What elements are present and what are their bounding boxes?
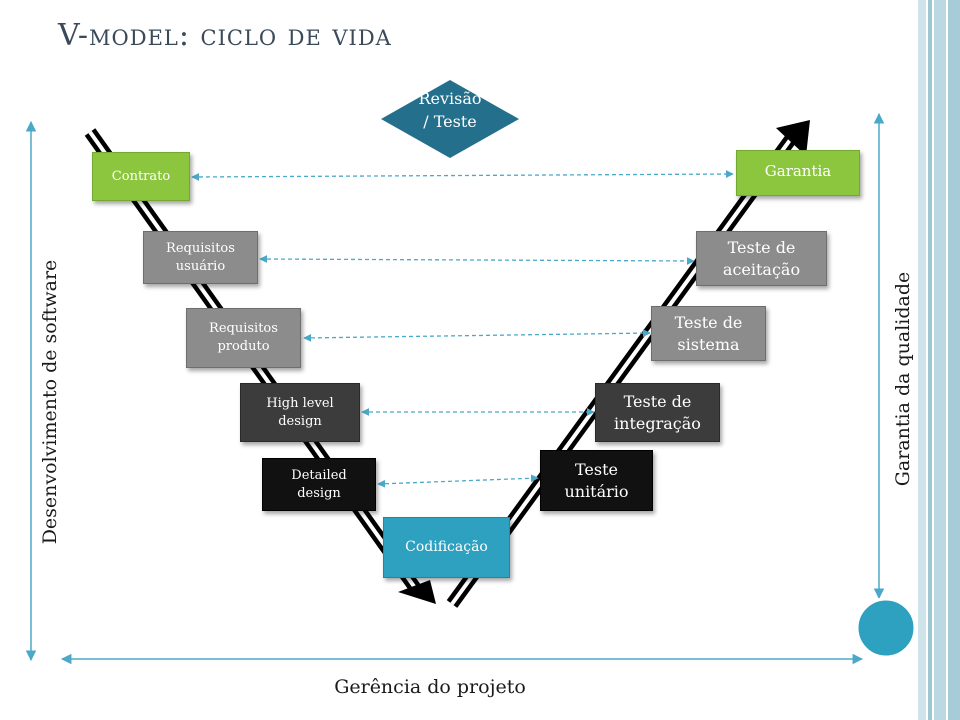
box-requisitos-produto: Requisitos produto: [186, 308, 301, 368]
connector-detailed-unitario: [377, 474, 539, 488]
box-requisitos-usuario-line1: Requisitos: [166, 240, 235, 256]
box-garantia-label: Garantia: [764, 162, 832, 180]
box-codificacao: Codificação: [383, 517, 510, 578]
connector-usuario-aceitacao: [259, 255, 695, 265]
box-requisitos-usuario-line2: usuário: [175, 258, 226, 274]
decor-bar-1: [918, 0, 926, 720]
review-line-1: Revisão: [418, 89, 482, 108]
box-integracao-line2: integração: [614, 413, 701, 433]
box-aceitacao-line2: aceitação: [722, 259, 801, 279]
box-aceitacao-line1: Teste de: [727, 237, 796, 257]
box-high-level-line1: High level: [266, 395, 334, 411]
page-title: V-model: ciclo de vida: [58, 18, 392, 53]
box-sistema-line1: Teste de: [674, 312, 743, 332]
box-requisitos-produto-line1: Requisitos: [209, 321, 278, 337]
box-detailed-line2: design: [297, 485, 341, 501]
box-integracao-line1: Teste de: [623, 391, 692, 411]
box-teste-integracao: Teste de integração: [595, 383, 720, 442]
box-detailed-line1: Detailed: [291, 467, 347, 483]
box-requisitos-produto-line2: produto: [217, 339, 270, 354]
box-high-level-line2: design: [278, 413, 322, 429]
decor-bar-3: [934, 0, 946, 720]
box-unitario-line2: unitário: [564, 481, 629, 501]
box-high-level-design: High level design: [240, 383, 360, 442]
box-garantia: Garantia: [736, 150, 860, 196]
box-contrato-label: Contrato: [111, 168, 171, 184]
review-line-2: / Teste: [423, 112, 477, 132]
review-diamond-label: Revisão / Teste: [382, 87, 518, 133]
box-contrato: Contrato: [92, 152, 190, 201]
left-axis-label: Desenvolvimento de software: [39, 259, 61, 545]
box-teste-aceitacao: Teste de aceitação: [696, 231, 827, 286]
connector-produto-sistema: [303, 329, 651, 342]
box-codificacao-label: Codificação: [405, 539, 488, 556]
decor-circle: [855, 597, 917, 659]
box-sistema-line2: sistema: [677, 334, 740, 354]
box-requisitos-usuario: Requisitos usuário: [143, 231, 258, 284]
connector-contrato-garantia: [191, 170, 734, 181]
box-unitario-line1: Teste: [574, 459, 618, 479]
review-diamond: [381, 80, 519, 158]
bottom-axis-label: Gerência do projeto: [334, 676, 526, 698]
right-axis-label: Garantia da qualidade: [892, 271, 914, 487]
decor-bar-2: [928, 0, 932, 720]
decor-bar-4: [948, 0, 960, 720]
box-teste-sistema: Teste de sistema: [651, 306, 766, 361]
box-detailed-design: Detailed design: [262, 458, 376, 511]
box-teste-unitario: Teste unitário: [540, 450, 653, 511]
